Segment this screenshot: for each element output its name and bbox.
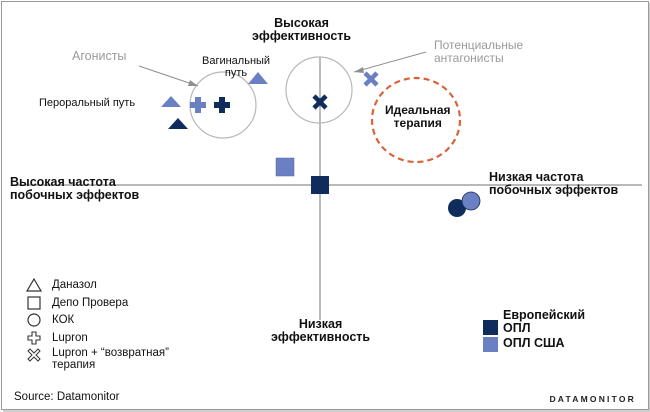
agonists-label: Агонисты xyxy=(72,49,127,63)
legend-label-european-opl-line2: ОПЛ xyxy=(503,321,531,335)
axis-label-bottom-line1: Низкая xyxy=(298,317,343,331)
legend-label-lupron-addback-line1: Lupron + “возвратная” xyxy=(52,347,169,359)
axis-label-left-line2: побочных эффектов xyxy=(10,188,140,202)
axis-label-left-line1: Высокая частота xyxy=(10,175,116,189)
axis-label-bottom-line2: эффективность xyxy=(271,330,371,344)
axis-label-right: Низкая частота побочных эффектов xyxy=(489,171,618,197)
legend-label-us-opl: ОПЛ США xyxy=(503,336,565,350)
ideal-therapy-line1: Идеальная xyxy=(385,103,451,117)
plus-icon xyxy=(24,330,44,346)
danazol-oral-light-triangle xyxy=(161,96,181,107)
ideal-therapy-circle xyxy=(370,76,462,164)
antagonists-label-line1: Потенциальные xyxy=(434,38,524,52)
axis-label-top-line1: Высокая xyxy=(274,16,329,30)
axis-label-left: Высокая частота побочных эффектов xyxy=(10,176,139,202)
circle-icon xyxy=(24,312,44,328)
axis-label-top-line2: эффективность xyxy=(252,29,352,43)
legend-european-opl: Европейский ОПЛ xyxy=(483,309,585,335)
danazol-vaginal-light-triangle xyxy=(248,72,268,84)
legend-label-lupron-addback: Lupron + “возвратная” терапия xyxy=(52,347,169,371)
vaginal-route-line2: путь xyxy=(224,67,248,79)
legend-label-lupron-addback-line2: терапия xyxy=(52,359,96,371)
legend-danazol: Даназол xyxy=(24,277,97,293)
axis-label-right-line1: Низкая частота xyxy=(489,170,584,184)
triangle-icon xyxy=(24,277,44,293)
antagonists-label: Потенциальные антагонисты xyxy=(434,39,523,65)
legend-label-coc: КОК xyxy=(52,314,75,326)
legend-lupron: Lupron xyxy=(24,330,88,346)
ideal-therapy-line2: терапия xyxy=(393,116,442,130)
source-note: Source: Datamonitor xyxy=(14,391,120,403)
agonists-arrow xyxy=(138,65,199,87)
cross-icon xyxy=(24,347,44,363)
depo-provera-dark-square xyxy=(311,176,329,194)
antagonists-arrow xyxy=(353,51,427,73)
legend-label-european-opl-line1: Европейский xyxy=(503,308,586,322)
lupron-light-plus xyxy=(190,97,206,113)
legend-label-danazol: Даназол xyxy=(52,279,97,291)
oral-route-label: Пероральный путь xyxy=(39,97,136,109)
legend-depo-provera: Депо Провера xyxy=(24,295,128,311)
depo-provera-light-square xyxy=(275,157,295,177)
legend-us-opl: ОПЛ США xyxy=(483,337,565,352)
ideal-therapy-label: Идеальная терапия xyxy=(385,104,451,130)
vaginal-route-label: Вагинальный путь xyxy=(202,55,270,79)
legend-label-depo-provera: Депо Провера xyxy=(52,297,129,309)
coc-dark-circle xyxy=(448,199,466,217)
legend-label-lupron: Lupron xyxy=(52,332,88,344)
legend-lupron-addback: Lupron + “возвратная” терапия xyxy=(24,347,169,375)
square-icon xyxy=(24,295,44,311)
agonists-arrowhead xyxy=(188,80,198,86)
antagonists-circle xyxy=(285,56,353,124)
legend-coc: КОК xyxy=(24,312,74,328)
axis-label-bottom: Низкая эффективность xyxy=(271,318,370,344)
datamonitor-logo: DATAMONITOR xyxy=(549,394,636,404)
axis-label-right-line2: побочных эффектов xyxy=(489,183,619,197)
lupron-addback-light-cross xyxy=(363,71,379,87)
danazol-oral-dark-triangle xyxy=(168,118,188,129)
lupron-addback-dark-cross xyxy=(312,94,328,110)
axis-label-top: Высокая эффективность xyxy=(252,17,351,43)
antagonists-label-line2: антагонисты xyxy=(434,51,504,65)
coc-light-circle xyxy=(461,191,481,211)
legend-label-european-opl: Европейский ОПЛ xyxy=(503,309,585,335)
antagonists-arrowhead xyxy=(354,67,364,73)
vaginal-route-line1: Вагинальный xyxy=(202,55,271,67)
light-blue-swatch xyxy=(483,337,498,352)
dark-blue-swatch xyxy=(483,320,498,335)
lupron-dark-plus xyxy=(214,97,230,113)
